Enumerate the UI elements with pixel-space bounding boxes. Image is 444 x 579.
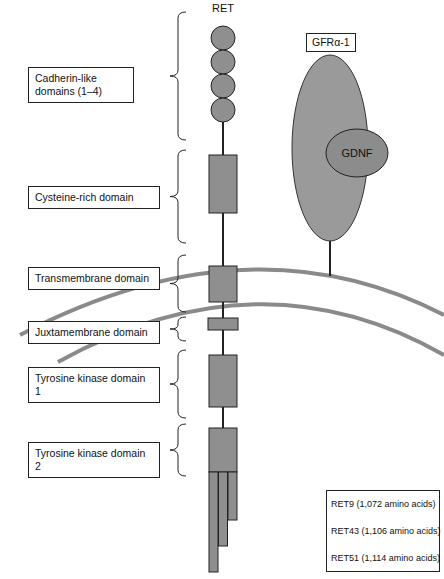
ligand-shape — [326, 129, 388, 177]
anchor-stem — [329, 240, 331, 276]
cadherin-circle — [211, 74, 235, 98]
domain-brace — [170, 12, 186, 140]
domain-brace — [170, 424, 186, 476]
node-text: Cadherin-like domains (1–4) — [35, 72, 127, 98]
domain-brace — [170, 350, 186, 418]
isoform-text: RET9 (1,072 amino acids) — [331, 491, 435, 518]
isoform-text: RET43 (1,106 amino acids) — [331, 518, 435, 545]
node-text: Tyrosine kinase domain 2 — [35, 447, 153, 473]
ligand-label-box: GFRα-1 — [306, 33, 356, 52]
node-text: GDNF — [341, 147, 372, 159]
kinase-rect — [209, 428, 237, 472]
cadherin-circle — [211, 26, 235, 50]
domain-brace — [170, 317, 186, 341]
cadherin-circle — [211, 50, 235, 74]
domain-brace — [170, 150, 186, 243]
transmembrane-rect — [209, 266, 237, 302]
cadherin-circle — [211, 98, 235, 122]
isoform-tail — [209, 472, 218, 572]
protein-name: RET — [198, 2, 248, 14]
domain-brace — [170, 255, 186, 312]
kinase-rect — [209, 355, 237, 407]
juxtamembrane-rect — [208, 318, 238, 330]
domain-label-box: Tyrosine kinase domain 2 — [28, 442, 160, 478]
domain-label-box: Cadherin-like domains (1–4) — [28, 67, 134, 103]
node-text: Tyrosine kinase domain 1 — [35, 372, 153, 398]
ligand-ellipse: GDNF — [325, 128, 389, 178]
domain-label-box: Transmembrane domain — [28, 267, 160, 290]
node-text: Transmembrane domain — [35, 272, 153, 285]
isoform-box: RET9 (1,072 amino acids)RET43 (1,106 ami… — [326, 490, 440, 572]
domain-label-box: Cysteine-rich domain — [28, 186, 160, 209]
node-text: GFRα-1 — [312, 36, 350, 49]
node-text: Cysteine-rich domain — [35, 191, 153, 204]
isoform-text: RET51 (1,114 amino acids) — [331, 545, 435, 572]
isoform-tail — [219, 472, 228, 546]
domain-label-box: Juxtamembrane domain — [28, 321, 160, 344]
cysteine-rect — [209, 155, 237, 213]
domain-label-box: Tyrosine kinase domain 1 — [28, 367, 160, 403]
node-text: Juxtamembrane domain — [35, 326, 153, 339]
isoform-tail — [228, 472, 237, 520]
